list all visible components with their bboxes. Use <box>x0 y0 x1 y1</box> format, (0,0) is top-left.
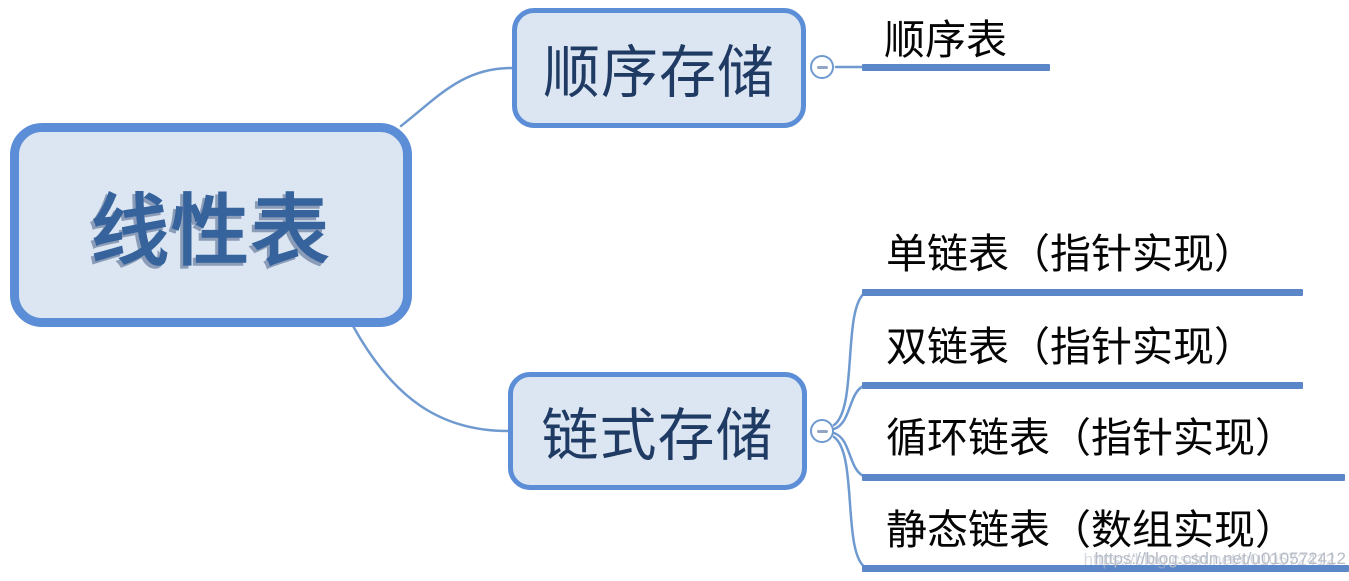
minus-icon <box>816 65 828 69</box>
leaf-underline <box>862 64 1050 71</box>
leaf-underline <box>862 289 1303 296</box>
leaf-underline <box>862 474 1345 481</box>
leaf-node-doubly-linked-list[interactable]: 双链表（指针实现） <box>886 324 1255 370</box>
leaf-underline <box>862 565 1349 572</box>
branch-node-label: 链式存储 <box>541 404 774 468</box>
connector-root-to-sequential <box>399 66 514 128</box>
watermark-url: https://blog.csdn.net/u010572412 <box>1094 549 1346 568</box>
collapse-toggle-linked[interactable] <box>810 419 834 443</box>
connector-root-to-linked <box>351 324 510 433</box>
minus-icon <box>816 429 828 433</box>
connector-linked-to-doubly <box>832 383 868 431</box>
collapse-toggle-sequential[interactable] <box>810 55 834 79</box>
leaf-node-sequential-list[interactable]: 顺序表 <box>884 17 1007 63</box>
connector-linked-to-static <box>832 435 868 570</box>
root-node-linear-list[interactable]: 线性表 <box>10 123 412 327</box>
connector-linked-to-singly <box>832 290 868 427</box>
branch-node-linked-storage[interactable]: 链式存储 <box>508 372 807 490</box>
branch-node-label: 顺序存储 <box>543 41 775 105</box>
leaf-node-circular-linked-list[interactable]: 循环链表（指针实现） <box>886 415 1296 461</box>
leaf-node-static-linked-list[interactable]: 静态链表（数组实现） <box>886 507 1296 553</box>
leaf-underline <box>862 382 1303 389</box>
leaf-node-singly-linked-list[interactable]: 单链表（指针实现） <box>886 231 1255 277</box>
watermark-url-ghost: https://blog.csdn.net/u010572412 <box>1083 550 1335 569</box>
connector-linked-to-circular <box>832 431 868 479</box>
root-node-label: 线性表 <box>90 187 331 275</box>
branch-node-sequential-storage[interactable]: 顺序存储 <box>512 8 806 128</box>
